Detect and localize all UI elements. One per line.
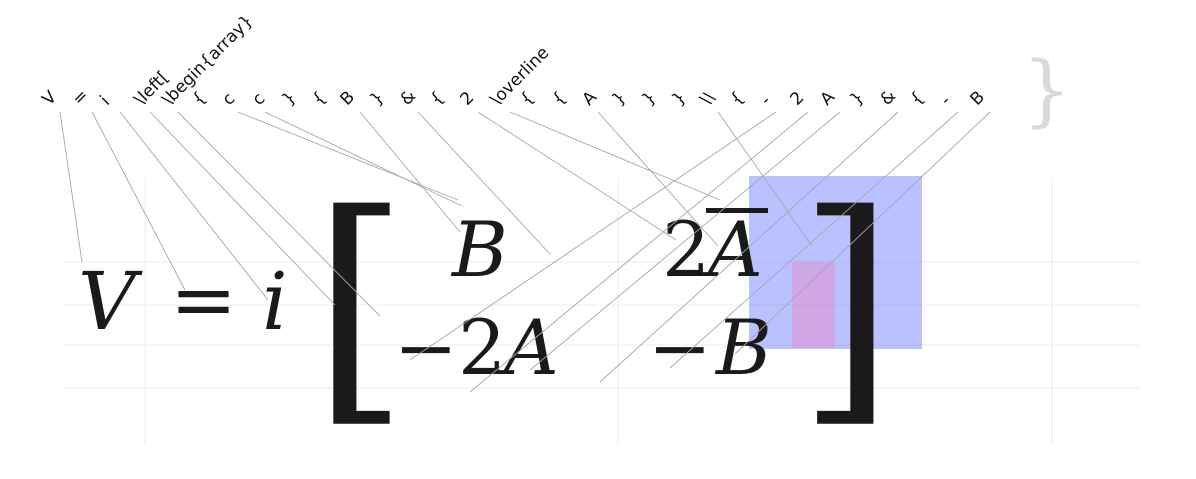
cell-r1c2-a: A [708, 205, 763, 294]
cell-r1c2-coefficient: 2 [662, 205, 711, 294]
overline-bar [706, 208, 768, 213]
formula-equals: = [170, 253, 238, 346]
cell-r2c2-b: B [716, 303, 772, 392]
formula-left-bracket: [ [312, 162, 409, 450]
formula-right-bracket: ] [798, 162, 895, 450]
cell-r2c1-a: A [504, 303, 559, 392]
highlight-box-secondary [792, 262, 835, 348]
closing-brace: } [1022, 46, 1072, 136]
formula-v: V [78, 255, 136, 348]
formula-i: i [262, 255, 288, 348]
highlight-box-primary [749, 176, 922, 349]
cell-r2c2-minus: − [648, 303, 712, 392]
cell-r2c1-minus: − [394, 303, 458, 392]
cell-r1c1-b: B [452, 205, 508, 294]
